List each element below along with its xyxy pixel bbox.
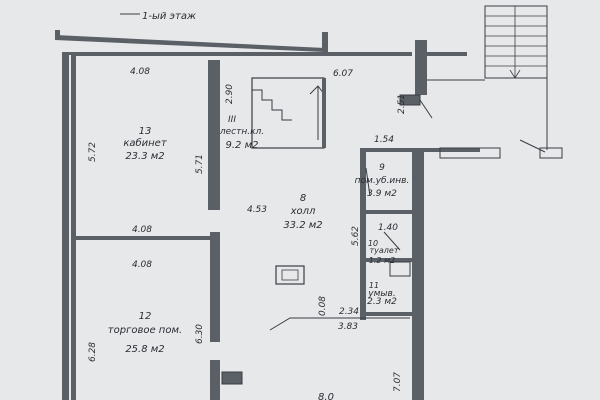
dimension-label: 6.28 xyxy=(88,342,98,362)
room-area: 2.3 м2 xyxy=(367,297,397,307)
door-swing xyxy=(269,317,410,331)
dimension-label: 6.30 xyxy=(195,324,205,344)
service-wall xyxy=(366,258,412,262)
room-name: пом.уб.инв. xyxy=(355,176,410,186)
partition-wall xyxy=(210,232,220,342)
room-8: 8 холл 33.2 м2 xyxy=(283,193,322,231)
north-wall xyxy=(62,52,412,56)
dimension-label: 5.71 xyxy=(195,154,205,174)
door-swing xyxy=(419,99,433,119)
door-swing xyxy=(383,231,401,251)
door-swing xyxy=(519,139,546,153)
room-13: 13 кабинет 23.3 м2 xyxy=(123,126,168,162)
wall-stub xyxy=(322,32,328,52)
stair-wall xyxy=(322,78,326,148)
room-number: 9 xyxy=(379,163,385,173)
room-10: 10 туалет 1.2 м2 xyxy=(368,239,399,265)
room-bottom: 8.0 xyxy=(318,392,334,400)
dimension-label: 4.08 xyxy=(130,67,150,77)
room-11: 11 умыв. 2.3 м2 xyxy=(367,281,397,307)
niche xyxy=(221,371,243,385)
room-area: 23.3 м2 xyxy=(125,151,164,162)
room-III: III лестн.кл. 9.2 м2 xyxy=(219,115,264,151)
room-9: 9 пом.уб.инв. 3.9 м2 xyxy=(355,163,410,199)
dimension-label: 5.62 xyxy=(351,226,361,246)
room-12: 12 торговое пом. 25.8 м2 xyxy=(108,311,182,355)
dimension-label: 5.72 xyxy=(88,142,98,162)
staircase-outline xyxy=(251,77,325,149)
service-wall xyxy=(366,312,412,316)
room-area: 9.2 м2 xyxy=(226,140,259,151)
room-divider-wall xyxy=(76,236,216,240)
partition-wall xyxy=(210,360,220,400)
room-area: 25.8 м2 xyxy=(125,344,164,355)
room-area: 1.2 м2 xyxy=(369,256,395,265)
floor-hatch xyxy=(275,265,305,285)
dimension-label: 2.51 xyxy=(397,94,407,114)
floor-label: 1-ый этаж xyxy=(142,11,196,22)
north-wall-east xyxy=(427,52,467,56)
door-swing xyxy=(365,167,371,197)
room-name: умыв. xyxy=(367,289,395,299)
room-number: 13 xyxy=(139,126,152,137)
dimension-label: 1.40 xyxy=(378,223,398,233)
room-number: 11 xyxy=(369,281,379,290)
column xyxy=(415,40,427,95)
fixture xyxy=(389,261,411,277)
room-area: 33.2 м2 xyxy=(283,220,322,231)
wall-outline xyxy=(439,147,501,159)
room-name: кабинет xyxy=(123,137,168,149)
room-area: 8.0 xyxy=(318,392,334,400)
wall-outline xyxy=(539,147,563,159)
dimension-label: 2.34 xyxy=(339,307,359,317)
stair-steps xyxy=(252,89,292,121)
dimension-label: 3.83 xyxy=(338,322,358,332)
partition-wall xyxy=(208,60,220,210)
room-number: 10 xyxy=(368,239,378,248)
room-name: лестн.кл. xyxy=(219,127,264,137)
dimension-label: 6.07 xyxy=(333,69,353,79)
dimension-label: 4.08 xyxy=(132,260,152,270)
dimension-label: 4.08 xyxy=(132,225,152,235)
room-name: холл xyxy=(290,206,316,217)
dimension-label: 0.08 xyxy=(318,296,328,316)
exterior-stairs xyxy=(484,5,548,79)
east-wall xyxy=(412,150,424,400)
room-number: III xyxy=(228,115,236,125)
service-wall xyxy=(366,210,412,214)
dimension-label: 4.53 xyxy=(247,205,267,215)
dimension-label: 1.54 xyxy=(374,135,394,145)
dimension-label: 7.07 xyxy=(393,372,403,392)
room-name: торговое пом. xyxy=(108,325,182,336)
room-name: туалет xyxy=(370,246,399,255)
room-number: 12 xyxy=(139,311,152,322)
top-outer-wall xyxy=(55,35,325,52)
room-area: 3.9 м2 xyxy=(367,189,397,199)
stair-arrow-head xyxy=(309,85,325,95)
service-wall xyxy=(360,150,366,320)
wall-stub xyxy=(55,30,60,40)
dimension-label: 2.90 xyxy=(225,84,235,104)
room-number: 8 xyxy=(300,193,306,204)
